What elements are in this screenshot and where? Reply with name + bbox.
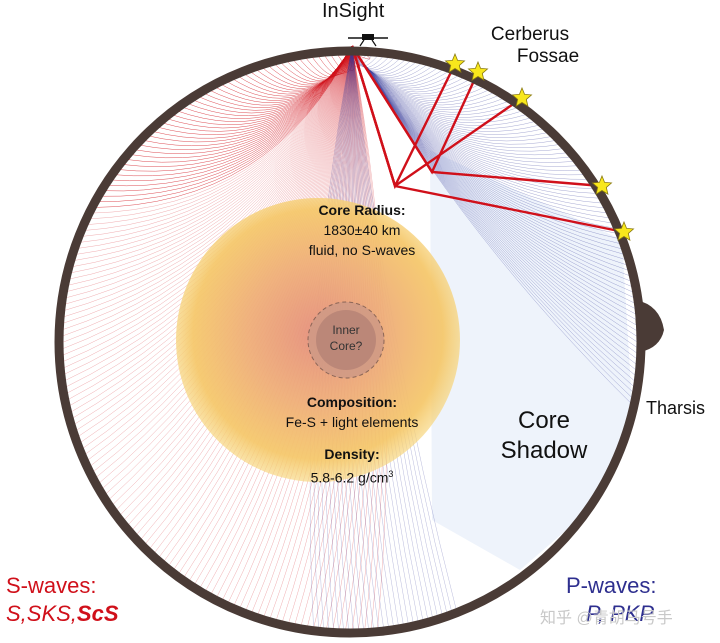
s-waves-title: S-waves:	[6, 573, 97, 598]
s-ray	[73, 52, 353, 256]
s-ray	[63, 52, 353, 299]
star-icon	[591, 174, 613, 195]
star-icon	[613, 220, 635, 241]
core-radius-note: fluid, no S-waves	[308, 242, 416, 258]
core-radius-value: 1830±40 km	[323, 222, 401, 238]
scs-path	[350, 45, 625, 234]
s-ray	[96, 52, 353, 203]
s-ray	[79, 52, 353, 237]
s-waves-phases-a: S,SKS,	[6, 601, 77, 626]
s-ray	[87, 52, 353, 220]
p-waves-phases-text: P, PKP	[586, 601, 655, 626]
density-value-row: 5.8-6.2 g/cm3	[282, 464, 422, 488]
s-ray	[60, 52, 353, 318]
station-label: InSight	[322, 0, 385, 22]
star-icon	[511, 86, 533, 107]
s-ray	[64, 52, 353, 293]
s-ray	[69, 52, 353, 268]
p-waves-title: P-waves:	[566, 573, 657, 598]
core-shadow-line1: Core	[517, 407, 571, 434]
p-waves-legend: P-waves: P, PKP	[566, 572, 656, 628]
marsquake-events	[444, 52, 635, 241]
density-exponent: 3	[388, 469, 394, 479]
core-shadow-zone	[430, 150, 636, 570]
s-ray	[62, 52, 353, 306]
watermark: 知乎 @青胡马号手	[540, 610, 673, 627]
s-ray	[82, 52, 353, 231]
s-ray	[316, 52, 353, 75]
source-region-label: Cerberus Fossae	[470, 24, 590, 68]
s-waves-legend: S-waves: S,SKS,ScS	[6, 572, 119, 628]
s-waves-phases: S,SKS,ScS	[6, 600, 119, 628]
core-shadow-line2: Shadow	[500, 437, 588, 464]
p-ray	[351, 52, 369, 64]
source-region-line2: Fossae	[516, 46, 580, 67]
core-radius-title: Core Radius:	[318, 202, 406, 218]
s-ray	[93, 52, 353, 208]
s-ray	[77, 52, 353, 243]
p-ray	[351, 52, 380, 67]
inner-core-line2: Core?	[329, 339, 363, 353]
s-ray	[124, 52, 353, 163]
s-ray	[61, 52, 353, 312]
s-ray	[105, 52, 353, 187]
core-shadow-label: Core Shadow	[484, 406, 604, 466]
scs-path	[350, 45, 603, 188]
s-ray	[71, 52, 353, 262]
star-icon	[467, 60, 489, 81]
composition-block: Composition: Fe-S + light elements	[262, 392, 442, 432]
inner-core-line1: Inner	[332, 323, 360, 337]
inner-core-label: Inner Core?	[316, 322, 376, 354]
s-ray	[66, 52, 353, 280]
s-ray	[84, 52, 353, 226]
s-ray	[113, 52, 353, 177]
s-ray	[120, 52, 353, 167]
source-region-line1: Cerberus	[490, 24, 570, 45]
inner-core-halo	[316, 310, 376, 370]
s-waves-phases-b: ScS	[76, 601, 119, 626]
s-ray	[116, 52, 353, 172]
s-ray	[65, 52, 353, 287]
core-radius-block: Core Radius: 1830±40 km fluid, no S-wave…	[282, 200, 442, 260]
density-block: Density: 5.8-6.2 g/cm3	[282, 444, 422, 488]
s-ray	[68, 52, 353, 274]
s-ray	[102, 52, 353, 192]
tharsis-bulge	[635, 300, 664, 352]
lander-icon	[348, 34, 388, 47]
density-title: Density:	[324, 446, 380, 462]
scs-reflection-paths	[350, 45, 625, 234]
s-ray	[109, 52, 353, 182]
s-ray	[75, 52, 353, 249]
star-icon	[444, 52, 466, 73]
composition-title: Composition:	[306, 394, 398, 410]
p-waves-phases: P, PKP	[566, 600, 656, 628]
s-ray	[285, 52, 353, 81]
composition-value: Fe-S + light elements	[285, 414, 419, 430]
s-ray	[133, 52, 353, 154]
s-ray	[128, 52, 353, 159]
s-ray	[99, 52, 353, 197]
s-ray	[90, 52, 353, 214]
tharsis-label: Tharsis	[646, 398, 706, 418]
density-value: 5.8-6.2 g/cm	[310, 469, 389, 486]
